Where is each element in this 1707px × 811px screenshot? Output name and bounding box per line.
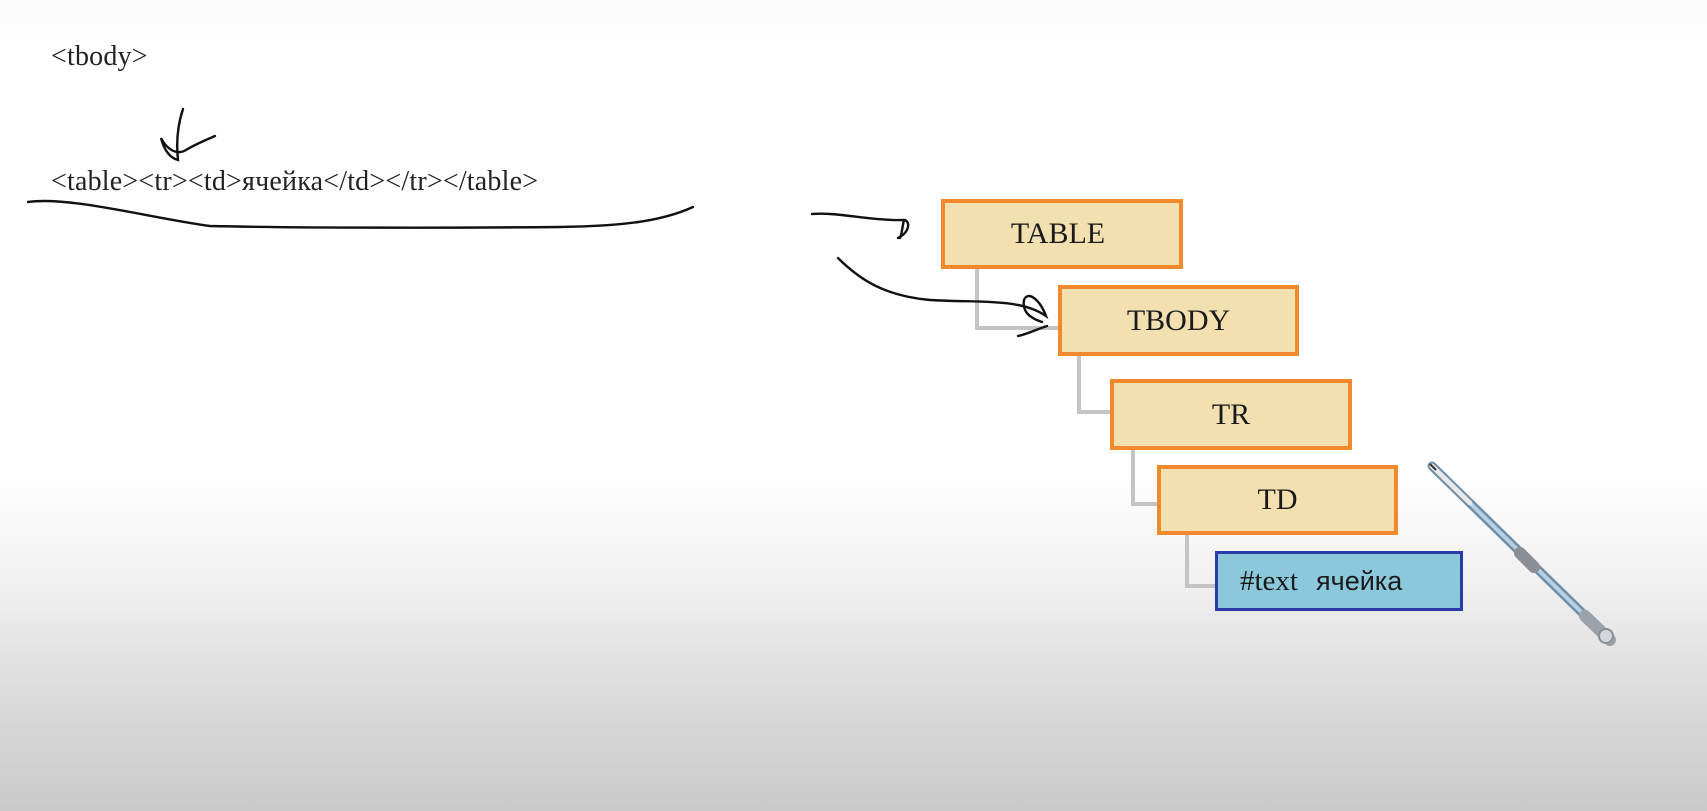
underline-stroke bbox=[26, 199, 695, 229]
tree-node-label: TABLE bbox=[1010, 217, 1106, 250]
tree-node-label: TD bbox=[1257, 483, 1298, 516]
text-node-value: ячейка bbox=[1316, 565, 1403, 596]
connector-table-tbody bbox=[975, 269, 1058, 330]
tree-node-tr: TR bbox=[1110, 379, 1352, 450]
tree-node-tbody: TBODY bbox=[1058, 285, 1299, 356]
tree-node-td: TD bbox=[1157, 465, 1398, 535]
insertion-checkmark bbox=[159, 107, 217, 162]
arrow-to-table bbox=[810, 212, 910, 240]
tree-node-table: TABLE bbox=[941, 199, 1183, 269]
inserted-tbody-annotation: <tbody> bbox=[51, 41, 148, 72]
tree-node-text: #text ячейка bbox=[1215, 551, 1463, 611]
text-node-name: #text bbox=[1240, 564, 1298, 597]
html-source-line: <table><tr><td>ячейка</td></tr></table> bbox=[51, 166, 539, 197]
connector-td-text bbox=[1185, 535, 1215, 588]
tree-node-label: TR bbox=[1211, 397, 1251, 431]
connector-tbody-tr bbox=[1077, 356, 1110, 414]
tree-node-label: TBODY bbox=[1126, 303, 1231, 337]
arrow-to-tbody bbox=[836, 256, 1049, 338]
connector-tr-td bbox=[1131, 450, 1157, 506]
